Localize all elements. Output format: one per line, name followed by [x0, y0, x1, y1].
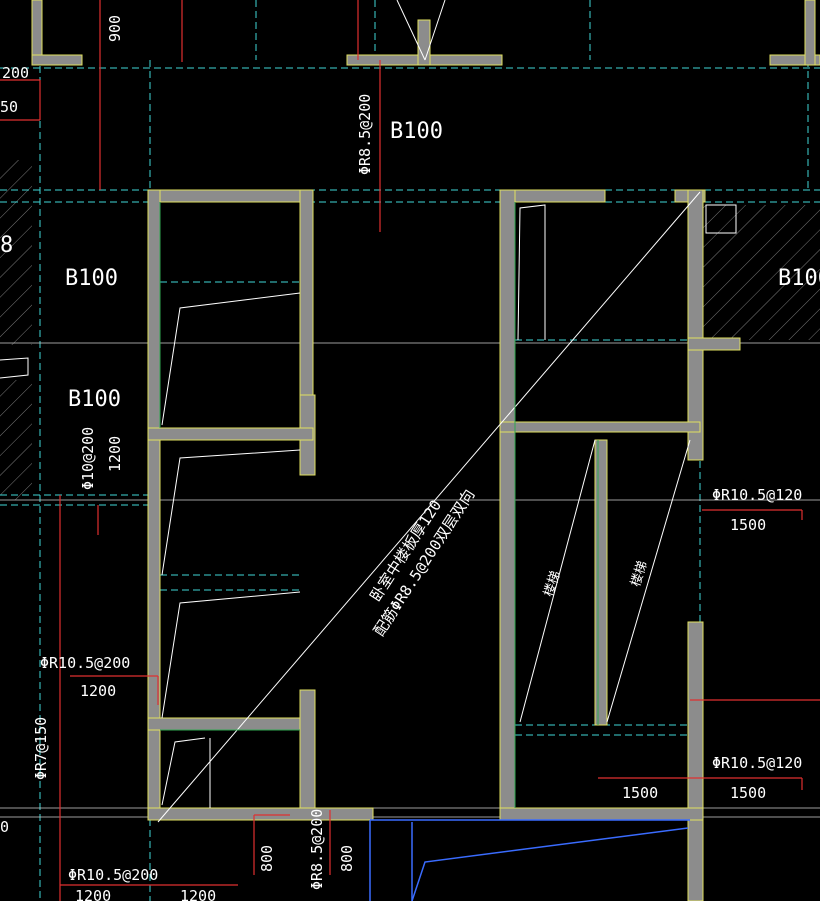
label-top-dim: 900	[106, 15, 124, 42]
label-left-side: ΦR10.5@200	[40, 654, 130, 672]
wall-right-block-left	[499, 189, 516, 821]
wall-right-block-right-upper	[687, 189, 704, 461]
wall-left-block-right-upper	[299, 189, 314, 401]
wall-left-block-right-lower	[299, 689, 316, 821]
edge-fragments: 200 50 8 0	[0, 64, 29, 836]
label-left-far-vertical: ΦR7@150	[32, 717, 50, 780]
label-bottom-left: ΦR10.5@200	[68, 866, 158, 884]
slab-label-right: B100	[778, 266, 820, 291]
edge-fragment-top-left-2: 50	[0, 98, 18, 116]
label-right-lower-dim1: 1500	[622, 784, 658, 802]
label-bottom-mid-dim2: 800	[338, 845, 356, 872]
wall-left-block-mid	[147, 427, 314, 441]
wall-right-block-top-a	[499, 189, 606, 203]
wall-right-block-bottom	[499, 807, 704, 821]
slab-label-top: B100	[390, 119, 443, 144]
walls	[31, 0, 820, 901]
wall-stair-divider	[594, 439, 608, 726]
slab-labels: B100 B100 B100 B100	[65, 119, 820, 412]
wall-left-block-bottom	[147, 807, 374, 821]
white-lines	[0, 0, 737, 823]
wall-right-block-right-lower	[687, 621, 704, 901]
diagonal-leader	[157, 191, 701, 823]
label-right-upper: ΦR10.5@120	[712, 486, 802, 504]
wall-left-block-low	[147, 717, 314, 731]
label-right-upper-dim: 1500	[730, 516, 766, 534]
edge-fragment-top-left-1: 200	[2, 64, 29, 82]
wall-top-left-stub	[31, 54, 83, 66]
wall-top-right-col	[804, 0, 816, 66]
label-bottom-left-dim1: 1200	[75, 887, 111, 901]
label-top-vertical: ΦR8.5@200	[356, 94, 374, 175]
blue-lines	[369, 819, 690, 901]
label-bottom-left-dim2: 1200	[180, 887, 216, 901]
slab-note: 卧室中楼板厚120 配筋ΦR8.5@200双层双向	[366, 486, 478, 639]
label-left-side-dim: 1200	[80, 682, 116, 700]
hatch-right	[702, 205, 820, 340]
green-lines	[159, 202, 599, 808]
hatch-left-lower	[0, 380, 32, 500]
edge-fragment-left-mid: 8	[0, 233, 13, 258]
slab-label-left: B100	[65, 266, 118, 291]
hatch-left-upper	[0, 160, 32, 345]
label-right-lower-dim2: 1500	[730, 784, 766, 802]
hatched-regions	[0, 160, 820, 500]
label-right-lower: ΦR10.5@120	[712, 754, 802, 772]
label-bottom-mid-dim1: 800	[258, 845, 276, 872]
edge-fragment-bottom-left: 0	[0, 818, 9, 836]
wall-top-right-stub	[769, 54, 820, 66]
label-left-vertical: Φ10@200	[79, 427, 97, 490]
label-bottom-mid-vertical: ΦR8.5@200	[308, 809, 326, 890]
label-left-vertical-dim: 1200	[106, 436, 124, 472]
stair-label-left: 楼梯	[542, 569, 564, 598]
slab-label-left-lower: B100	[68, 387, 121, 412]
wall-right-block-stub	[687, 337, 741, 351]
rebar-labels: ΦR8.5@200 900 Φ10@200 1200 ΦR10.5@200 12…	[32, 15, 802, 901]
wall-left-block-top	[147, 189, 314, 203]
wall-right-block-mid	[499, 421, 701, 433]
